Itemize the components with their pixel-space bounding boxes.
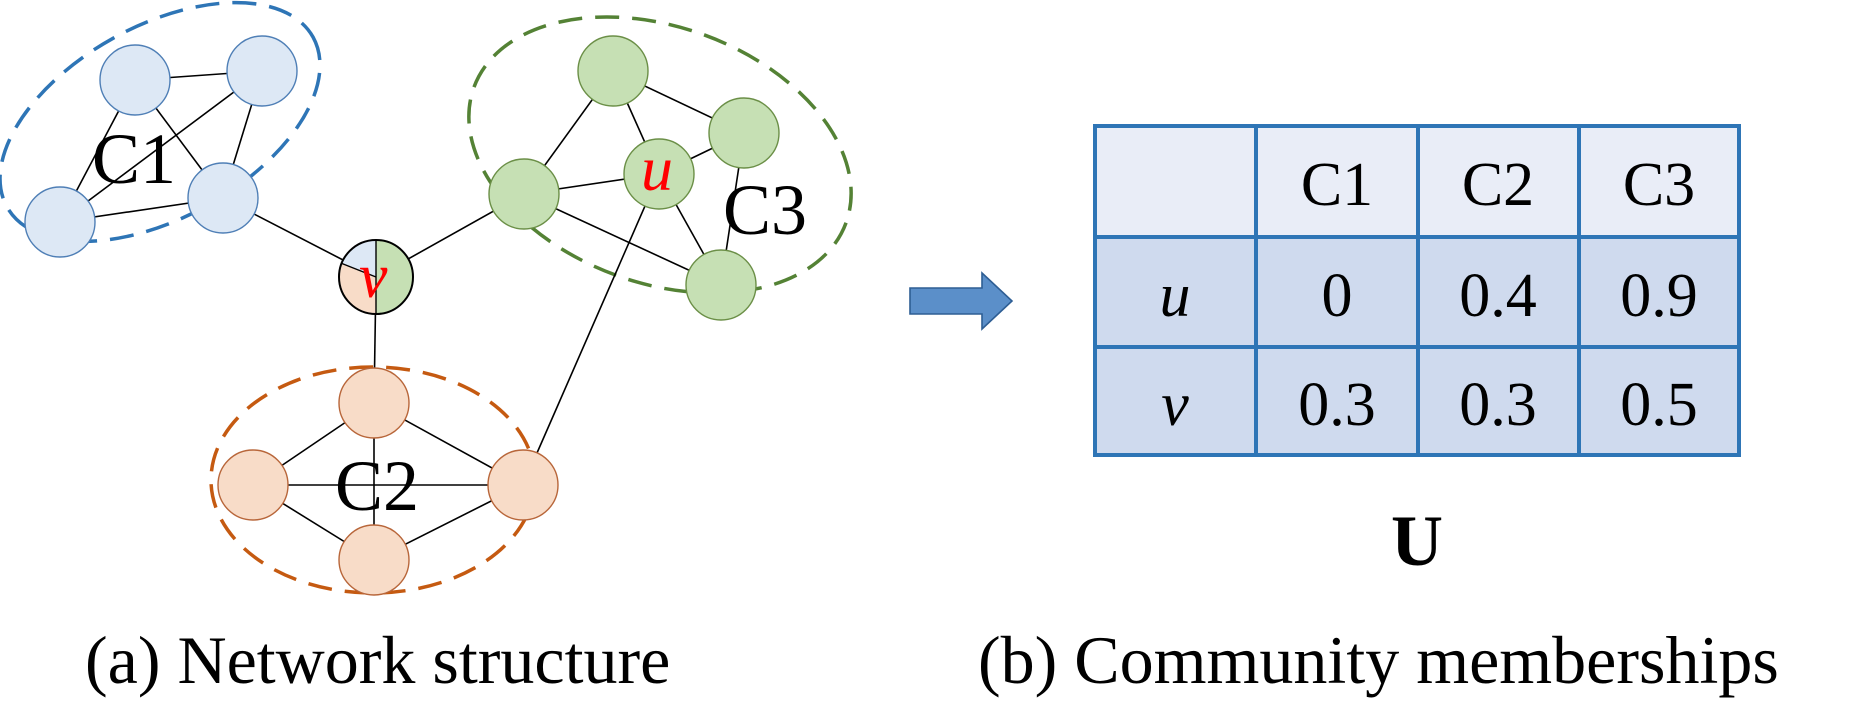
table-header-cell [1416, 124, 1581, 239]
community-c3-boundary [467, 15, 853, 295]
network-node [99, 44, 171, 116]
network-node [226, 35, 298, 107]
table-value: 0.3 [1298, 371, 1376, 439]
community-c2-nodes [217, 367, 559, 596]
table-value: 0 [1322, 262, 1353, 330]
table-header-cell [1254, 124, 1420, 239]
table-header-cell [1577, 124, 1741, 239]
community-c3-label: C3 [723, 170, 807, 250]
network-node [217, 449, 289, 521]
matrix-name: U [1391, 501, 1443, 581]
network-node [338, 367, 410, 439]
membership-panel: C1 C2 C3 u 0 0.4 0.9 v 0.3 0.3 0.5 U (b)… [978, 124, 1779, 698]
network-panel: C1 C2 C3 u v (a) Network structure [0, 0, 853, 698]
panel-b-caption: (b) Community memberships [978, 622, 1779, 698]
right-arrow-icon [909, 271, 1014, 331]
table-cell [1577, 235, 1741, 349]
panel-a-caption: (a) Network structure [85, 622, 670, 698]
table-column-header: C1 [1301, 151, 1373, 219]
node-v-c3-share [376, 240, 413, 314]
table-value: 0.4 [1459, 262, 1537, 330]
table-row-label: v [1161, 371, 1189, 439]
node-v [338, 239, 414, 315]
node-u [623, 138, 695, 210]
network-node [577, 35, 649, 107]
node-v-label: v [359, 240, 388, 311]
network-node [708, 97, 780, 169]
community-c1-label: C1 [92, 119, 176, 199]
table-value: 0.9 [1620, 262, 1698, 330]
membership-table: C1 C2 C3 u 0 0.4 0.9 v 0.3 0.3 0.5 [1093, 124, 1741, 457]
node-v-c1-share [341, 240, 376, 277]
node-u-label: u [641, 133, 673, 204]
community-c2-label: C2 [335, 446, 419, 526]
table-row-label: u [1160, 262, 1191, 330]
table-column-header: C3 [1623, 151, 1695, 219]
table-value: 0.3 [1459, 371, 1537, 439]
table-cell [1254, 345, 1420, 457]
community-c3-nodes [488, 35, 780, 321]
community-c1-boundary [0, 0, 322, 244]
table-column-header: C2 [1462, 151, 1534, 219]
table-cell [1093, 345, 1258, 457]
table-header-cell [1093, 124, 1258, 239]
community-c1-nodes [24, 35, 298, 258]
network-node [488, 158, 560, 230]
network-node [24, 186, 96, 258]
table-cell [1416, 345, 1581, 457]
network-node [487, 449, 559, 521]
table-cell [1577, 345, 1741, 457]
table-value: 0.5 [1620, 371, 1698, 439]
network-node [338, 524, 410, 596]
network-node [187, 162, 259, 234]
network-node [685, 249, 757, 321]
table-cell [1254, 235, 1420, 349]
